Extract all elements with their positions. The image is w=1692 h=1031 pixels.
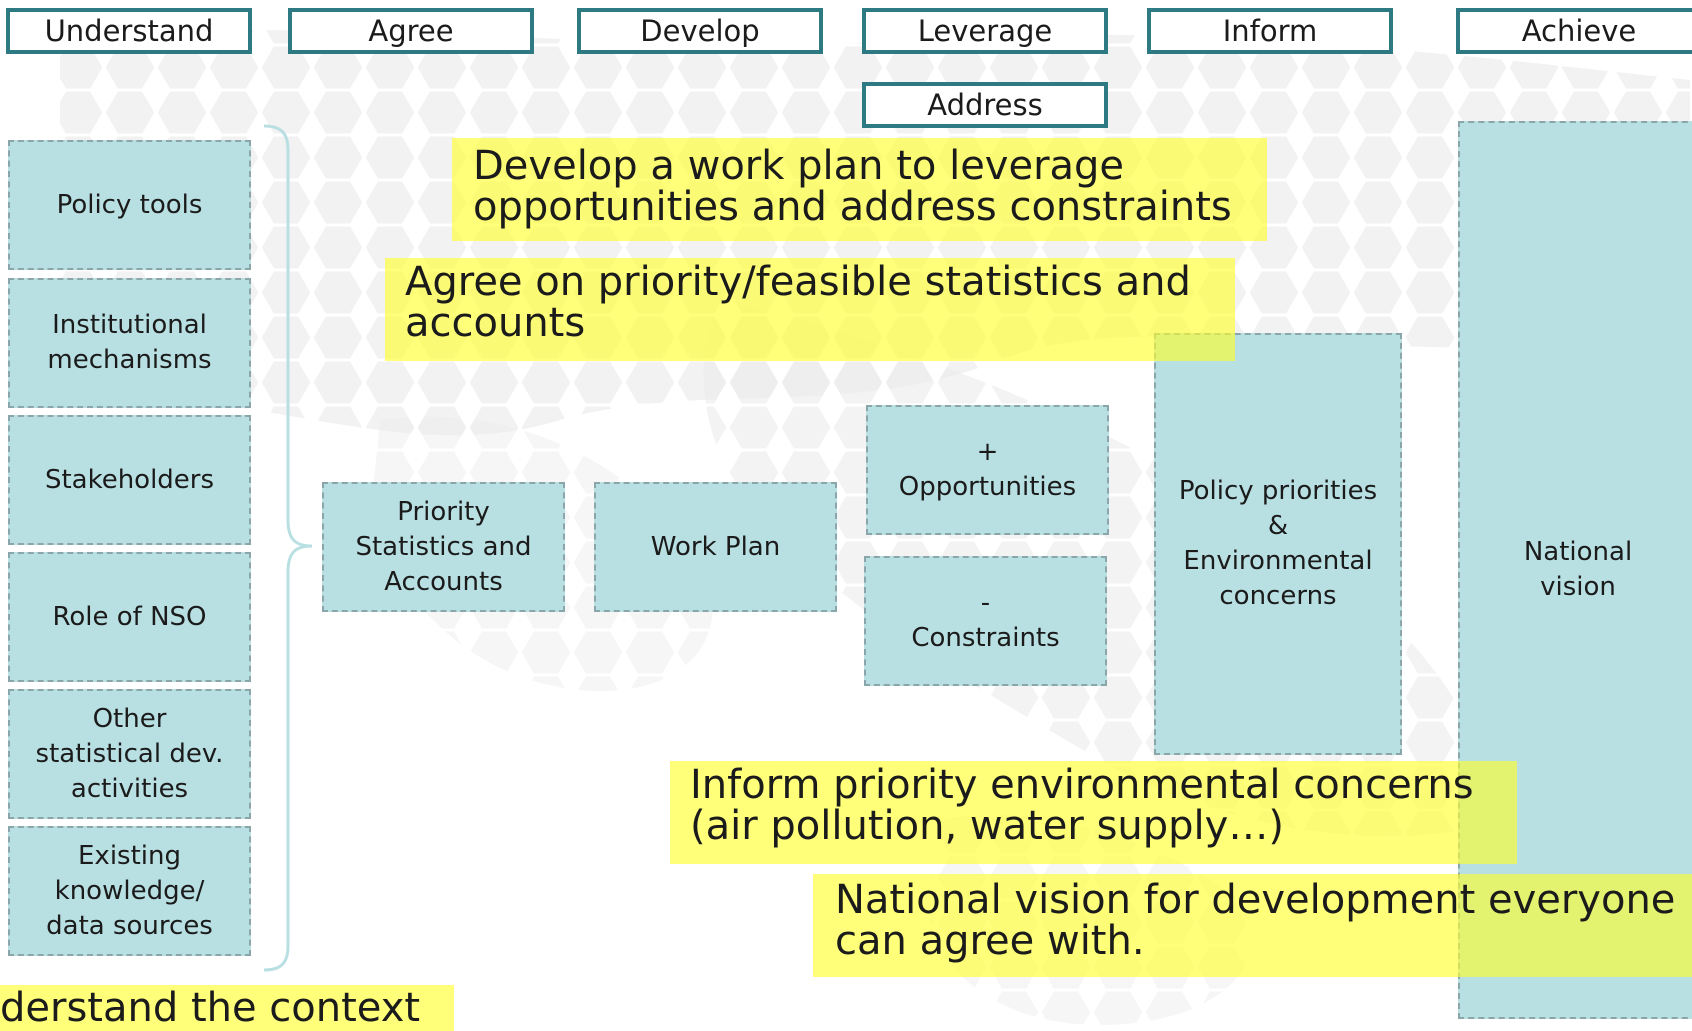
header-achieve: Achieve bbox=[1456, 8, 1692, 54]
note-national-vision: National vision for development everyone… bbox=[813, 874, 1692, 977]
context-box-stakeholders: Stakeholders bbox=[8, 415, 251, 545]
constraints-box: - Constraints bbox=[864, 556, 1107, 686]
context-box-existing-knowledge: Existing knowledge/ data sources bbox=[8, 826, 251, 956]
header-develop: Develop bbox=[577, 8, 823, 54]
note-agree: Agree on priority/feasible statistics an… bbox=[385, 258, 1235, 361]
policy-priorities-box: Policy priorities & Environmental concer… bbox=[1154, 333, 1402, 755]
context-box-other-activities: Other statistical dev. activities bbox=[8, 689, 251, 819]
note-inform: Inform priority environmental concerns (… bbox=[670, 761, 1517, 864]
opportunities-box: + Opportunities bbox=[866, 405, 1109, 535]
header-inform: Inform bbox=[1147, 8, 1393, 54]
priority-statistics-box: Priority Statistics and Accounts bbox=[322, 482, 565, 612]
work-plan-box: Work Plan bbox=[594, 482, 837, 612]
header-understand: Understand bbox=[6, 8, 252, 54]
note-understand: derstand the context bbox=[0, 985, 454, 1031]
header-address: Address bbox=[862, 82, 1108, 128]
context-box-institutional-mechanisms: Institutional mechanisms bbox=[8, 278, 251, 408]
national-vision-box: National vision bbox=[1458, 121, 1692, 1019]
context-brace bbox=[263, 124, 313, 972]
header-agree: Agree bbox=[288, 8, 534, 54]
header-leverage: Leverage bbox=[862, 8, 1108, 54]
note-develop: Develop a work plan to leverage opportun… bbox=[452, 138, 1267, 241]
context-box-policy-tools: Policy tools bbox=[8, 140, 251, 270]
context-box-role-of-nso: Role of NSO bbox=[8, 552, 251, 682]
